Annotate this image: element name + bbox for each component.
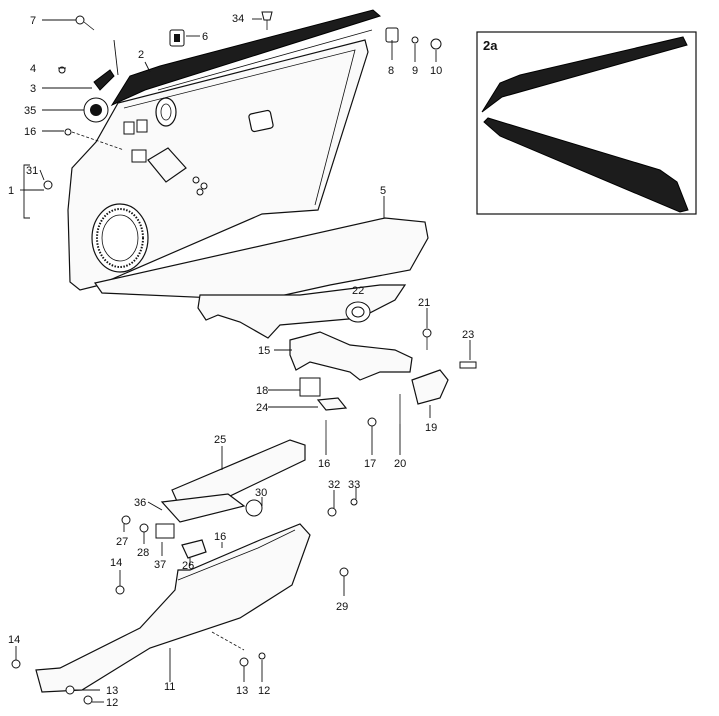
callout-30: 30 xyxy=(255,487,267,499)
callout-12-left: 12 xyxy=(106,697,118,709)
part-2-trim-strip xyxy=(110,9,382,107)
callout-12-right: 12 xyxy=(258,685,270,697)
callout-3: 3 xyxy=(30,83,36,95)
callout-32: 32 xyxy=(328,479,340,491)
callout-8: 8 xyxy=(388,65,394,77)
callout-7: 7 xyxy=(30,15,36,27)
part-1-door-panel xyxy=(67,39,369,291)
callout-20: 20 xyxy=(394,458,406,470)
callout-16-lower: 16 xyxy=(214,531,226,543)
callout-5: 5 xyxy=(380,185,386,197)
inset-trim-strip-lower xyxy=(483,117,689,213)
callout-34: 34 xyxy=(232,13,244,25)
callout-labels: 7 34 6 2 4 3 35 16 31 1 8 9 10 5 22 21 2… xyxy=(8,13,474,709)
callout-25: 25 xyxy=(214,434,226,446)
callout-2: 2 xyxy=(138,49,144,61)
callout-10: 10 xyxy=(430,65,442,77)
callout-14-upper: 14 xyxy=(110,557,122,569)
callout-33: 33 xyxy=(348,479,360,491)
callout-36: 36 xyxy=(134,497,146,509)
callout-24: 24 xyxy=(256,402,268,414)
inset-2a: 2a xyxy=(476,31,697,215)
leader-lines xyxy=(15,18,471,703)
callout-6: 6 xyxy=(202,31,208,43)
callout-11: 11 xyxy=(164,681,175,693)
callout-27: 27 xyxy=(116,536,128,548)
callout-35: 35 xyxy=(24,105,36,117)
callout-15: 15 xyxy=(258,345,270,357)
callout-19: 19 xyxy=(425,422,437,434)
callout-16-middle: 16 xyxy=(318,458,330,470)
callout-37: 37 xyxy=(154,559,166,571)
part-5-trim-panel xyxy=(93,217,429,301)
callout-9: 9 xyxy=(412,65,418,77)
part-15-armrest-support xyxy=(197,284,477,440)
inset-trim-strip-upper xyxy=(481,36,688,113)
callout-21: 21 xyxy=(418,297,430,309)
callout-17: 17 xyxy=(364,458,376,470)
part-11-door-pocket xyxy=(11,498,358,705)
part-25-armrest xyxy=(160,439,306,523)
callout-18: 18 xyxy=(256,385,268,397)
callout-31: 31 xyxy=(26,165,38,177)
callout-13-right: 13 xyxy=(236,685,248,697)
inset-label: 2a xyxy=(483,38,498,53)
callout-28: 28 xyxy=(137,547,149,559)
callout-26: 26 xyxy=(182,560,194,572)
callout-23: 23 xyxy=(462,329,474,341)
callout-1: 1 xyxy=(8,185,14,197)
callout-16-upper: 16 xyxy=(24,126,36,138)
callout-22: 22 xyxy=(352,285,364,297)
callout-4: 4 xyxy=(30,63,36,75)
callout-14-lower: 14 xyxy=(8,634,20,646)
callout-13-left: 13 xyxy=(106,685,118,697)
callout-29: 29 xyxy=(336,601,348,613)
top-fasteners xyxy=(43,11,442,190)
